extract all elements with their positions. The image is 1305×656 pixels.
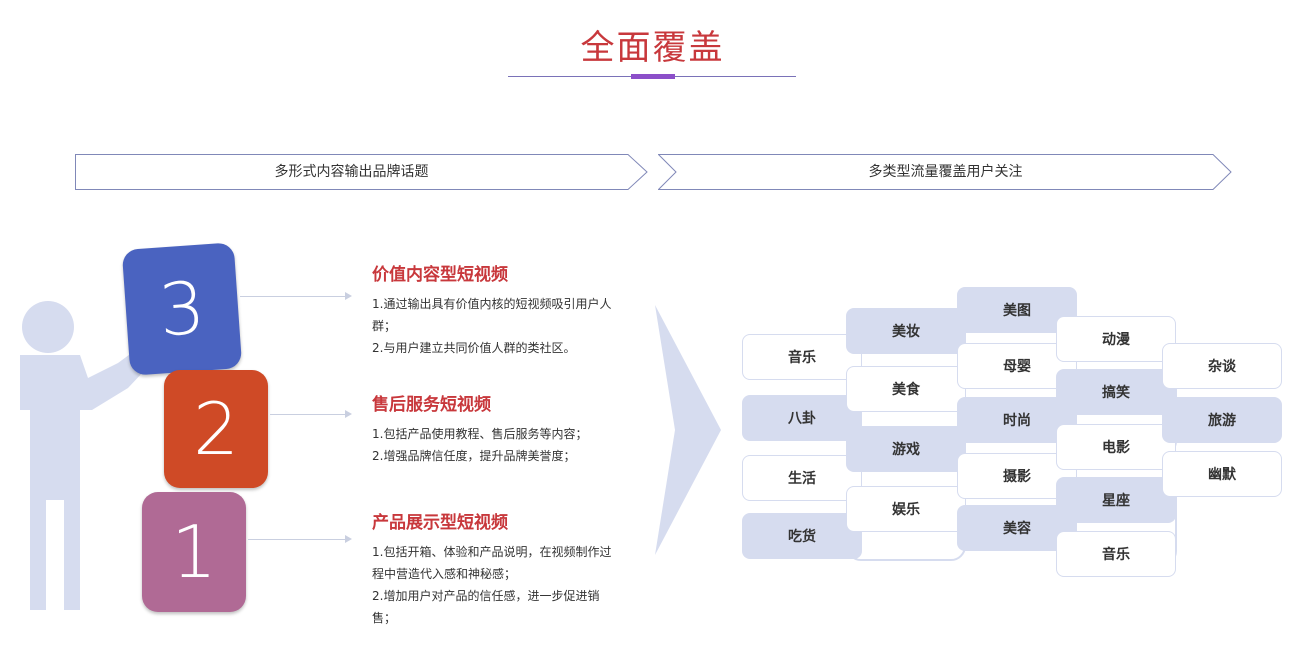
section-title: 价值内容型短视频	[372, 265, 508, 285]
section-line: 1.包括产品使用教程、售后服务等内容；	[372, 427, 588, 441]
title-accent-bar	[631, 74, 675, 79]
cube-2-number: 2	[193, 387, 239, 471]
section-after-sales: 售后服务短视频 1.包括产品使用教程、售后服务等内容； 2.增强品牌信任度，提升…	[372, 390, 642, 467]
tag-mother-baby: 母婴	[957, 343, 1077, 389]
banner-left: 多形式内容输出品牌话题	[75, 154, 650, 190]
section-title: 产品展示型短视频	[372, 513, 508, 533]
banner-left-label: 多形式内容输出品牌话题	[274, 164, 429, 180]
connector-arrow-2-icon	[345, 410, 352, 418]
tag-music: 音乐	[742, 334, 862, 380]
person-figure-icon	[20, 301, 162, 610]
tag-gossip: 八卦	[742, 395, 862, 441]
cube-1-number: 1	[171, 510, 217, 594]
tag-foodie: 吃货	[742, 513, 862, 559]
tag-music-2: 音乐	[1056, 531, 1176, 577]
banner-right: 多类型流量覆盖用户关注	[658, 154, 1233, 190]
section-line: 1.通过输出具有价值内核的短视频吸引用户人	[372, 297, 612, 311]
section-product-display: 产品展示型短视频 1.包括开箱、体验和产品说明，在视频制作过 程中营造代入感和神…	[372, 508, 642, 629]
tag-travel: 旅游	[1162, 397, 1282, 443]
cube-2: 2	[164, 370, 268, 488]
section-line: 售；	[372, 611, 397, 625]
tag-anime: 动漫	[1056, 316, 1176, 362]
connector-line-2	[270, 414, 345, 415]
tag-life: 生活	[742, 455, 862, 501]
connector-arrow-1-icon	[345, 535, 352, 543]
cube-1: 1	[142, 492, 246, 612]
section-title: 售后服务短视频	[372, 395, 491, 415]
tag-entertainment: 娱乐	[846, 486, 966, 532]
tag-talk: 杂谈	[1162, 343, 1282, 389]
section-value-content: 价值内容型短视频 1.通过输出具有价值内核的短视频吸引用户人 群； 2.与用户建…	[372, 260, 642, 359]
tag-food: 美食	[846, 366, 966, 412]
section-line: 2.增加用户对产品的信任感，进一步促进销	[372, 589, 600, 603]
tag-movies: 电影	[1056, 424, 1176, 470]
banner-left-shape	[75, 154, 648, 190]
section-line: 群；	[372, 319, 397, 333]
tag-funny: 搞笑	[1056, 369, 1176, 415]
section-line: 1.包括开箱、体验和产品说明，在视频制作过	[372, 545, 612, 559]
tag-horoscope: 星座	[1056, 477, 1176, 523]
big-chevron-arrow-icon	[655, 305, 721, 555]
section-line: 2.与用户建立共同价值人群的类社区。	[372, 341, 576, 355]
connector-line-3	[240, 296, 345, 297]
section-line: 程中营造代入感和神秘感；	[372, 567, 517, 581]
tag-humor: 幽默	[1162, 451, 1282, 497]
connector-arrow-3-icon	[345, 292, 352, 300]
connector-line-1	[248, 539, 345, 540]
tag-games: 游戏	[846, 426, 966, 472]
page-title: 全面覆盖	[580, 28, 725, 68]
banner-right-shape	[658, 154, 1232, 190]
banner-right-label: 多类型流量覆盖用户关注	[868, 164, 1023, 180]
section-line: 2.增强品牌信任度，提升品牌美誉度；	[372, 449, 576, 463]
tag-makeup: 美妆	[846, 308, 966, 354]
